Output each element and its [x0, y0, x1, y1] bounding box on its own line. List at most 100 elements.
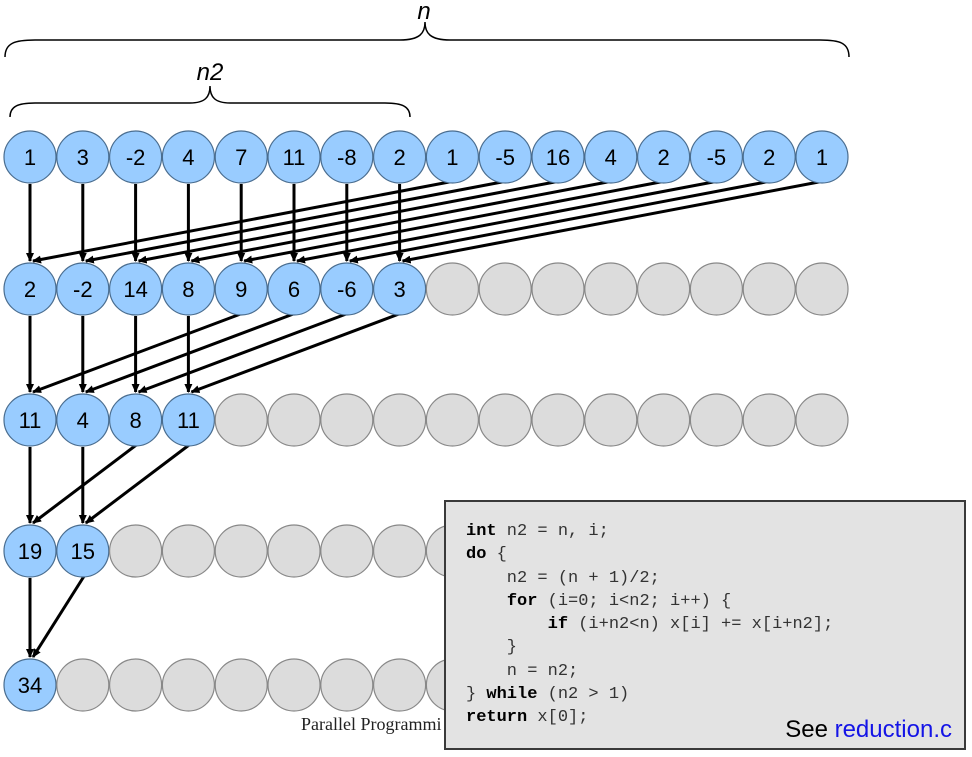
node-circle	[320, 524, 374, 578]
node-empty	[161, 658, 215, 712]
see-reference: See reduction.c	[785, 716, 952, 744]
node-circle	[214, 130, 268, 184]
node-circle	[478, 393, 532, 447]
arrow-diagonal	[401, 179, 825, 264]
node-circle	[425, 393, 479, 447]
node-circle	[267, 393, 321, 447]
node-value: 2	[657, 145, 669, 170]
node-value: 2	[24, 277, 36, 302]
code-keyword: if	[547, 615, 569, 635]
node-value: 8	[129, 408, 141, 433]
node-active: 11	[161, 393, 215, 447]
node-empty	[109, 658, 163, 712]
node-circle	[267, 658, 321, 712]
node-value: 8	[182, 277, 194, 302]
node-circle	[689, 393, 744, 447]
node-active: -6	[320, 262, 374, 316]
arrow-diagonal	[84, 311, 297, 394]
node-empty	[214, 393, 268, 447]
arrow-diagonal	[137, 179, 561, 264]
code-line: n2 = (n + 1)/2;	[466, 569, 660, 588]
code-keyword: do	[466, 545, 487, 565]
node-empty	[373, 393, 427, 447]
node-empty	[584, 393, 638, 447]
node-active: 2	[3, 262, 57, 316]
node-active: 15	[56, 524, 110, 578]
arrow-diagonal	[190, 179, 614, 264]
code-panel: int n2 = n, i; do { n2 = (n + 1)/2; for …	[444, 500, 966, 750]
node-circle	[161, 262, 215, 316]
node-circle	[478, 130, 532, 184]
node-active: -8	[320, 130, 374, 184]
see-prefix: See	[785, 716, 835, 743]
node-value: 1	[816, 145, 828, 170]
footer-text: Parallel Programmi	[301, 714, 442, 734]
code-text: (i+n2<n) x[i] += x[i+n2];	[568, 615, 834, 635]
node-circle	[161, 524, 215, 578]
node-active: -2	[56, 262, 110, 316]
node-value: 4	[605, 145, 617, 170]
node-empty	[478, 393, 532, 447]
code-text: {	[486, 545, 507, 565]
node-circle	[267, 524, 321, 578]
arrows-layer	[26, 179, 825, 658]
code-keyword: for	[506, 591, 538, 611]
node-active: 8	[109, 393, 163, 447]
code-line: }	[466, 638, 517, 657]
code-line: do {	[466, 545, 507, 564]
node-value: 15	[71, 539, 95, 564]
node-value: 19	[18, 539, 42, 564]
node-circle	[795, 262, 849, 316]
node-circle	[425, 262, 479, 316]
node-circle	[3, 658, 57, 712]
node-empty	[689, 262, 744, 316]
node-value: -2	[73, 277, 93, 302]
node-circle	[636, 130, 691, 184]
arrow-diagonal	[137, 311, 350, 394]
code-text: }	[466, 638, 518, 658]
brace-label-n2: n2	[197, 59, 224, 86]
code-line: for (i=0; i<n2; i++) {	[466, 592, 731, 611]
node-empty	[531, 393, 585, 447]
code-text: }	[466, 685, 487, 705]
node-circle	[531, 393, 585, 447]
node-active: -5	[689, 130, 744, 184]
reduction-c-link[interactable]: reduction.c	[834, 716, 952, 743]
node-circle	[742, 393, 796, 447]
node-circle	[56, 524, 110, 578]
node-circle	[795, 130, 849, 184]
node-circle	[214, 658, 268, 712]
node-empty	[214, 524, 268, 578]
code-text	[466, 592, 507, 611]
node-circle	[742, 130, 796, 184]
node-active: 6	[267, 262, 321, 316]
code-line: n = n2;	[466, 662, 578, 681]
node-active: -2	[109, 130, 163, 184]
node-circle	[795, 393, 849, 447]
node-circle	[373, 658, 427, 712]
node-circle	[267, 262, 321, 316]
node-empty	[742, 262, 796, 316]
node-value: -2	[126, 145, 146, 170]
node-value: 34	[18, 673, 42, 698]
node-value: -5	[707, 145, 727, 170]
code-keyword: int	[466, 522, 497, 541]
code-text: (n2 > 1)	[537, 685, 630, 705]
node-circle	[531, 130, 585, 184]
node-empty	[373, 658, 427, 712]
node-empty	[373, 524, 427, 578]
node-empty	[636, 262, 691, 316]
node-circle	[636, 262, 691, 316]
arrow-diagonal	[296, 179, 719, 264]
arrow-diagonal	[190, 311, 403, 394]
node-circle	[109, 130, 163, 184]
node-circle	[3, 130, 57, 184]
node-circle	[3, 262, 57, 316]
node-value: 9	[235, 277, 247, 302]
node-active: 1	[425, 130, 479, 184]
node-active: 1	[795, 130, 849, 184]
brace-n2	[9, 85, 411, 118]
node-circle	[742, 262, 796, 316]
node-circle	[267, 130, 321, 184]
